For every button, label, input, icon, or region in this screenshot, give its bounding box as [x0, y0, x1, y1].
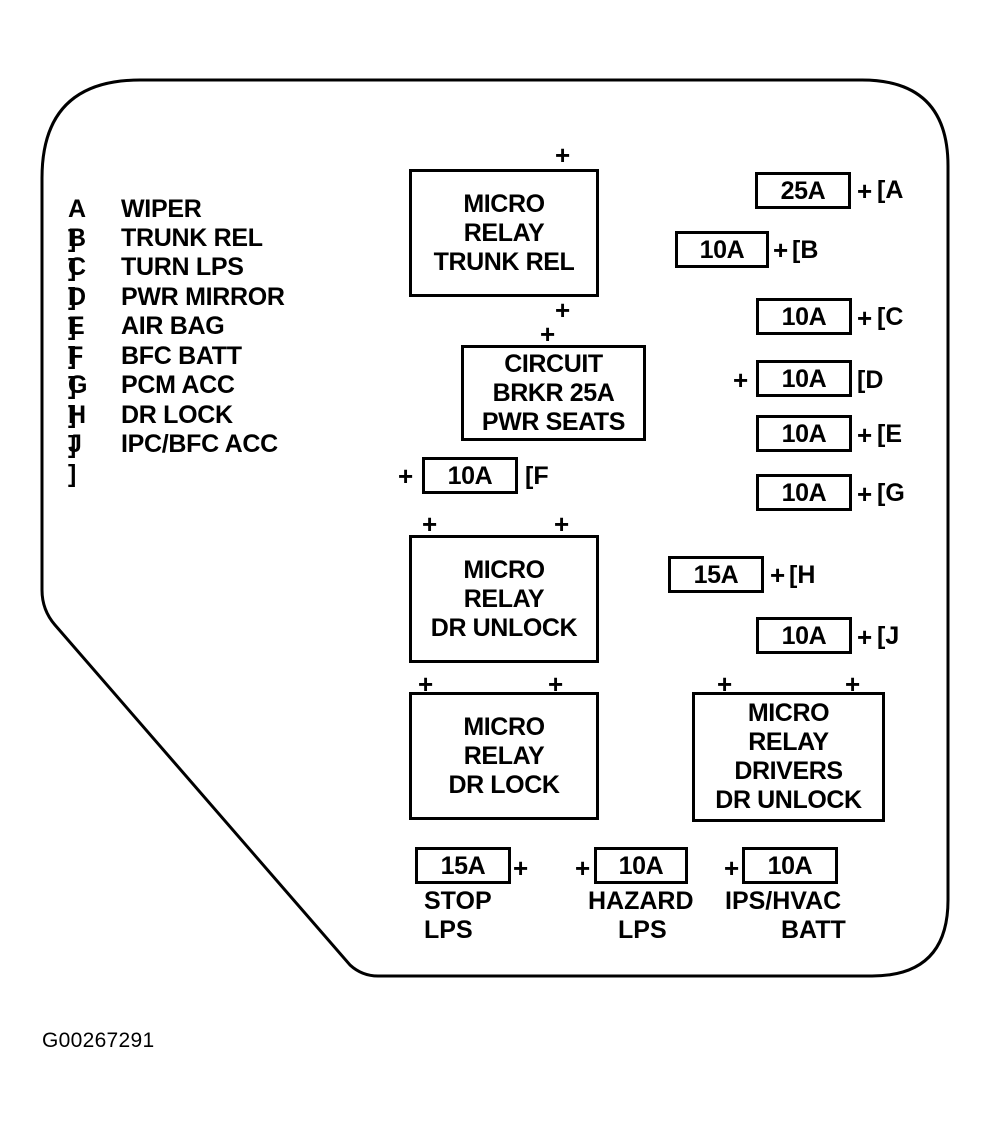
fuse-f: 10A: [422, 457, 518, 494]
plus-terminal: +: [773, 235, 789, 265]
fuse-a-tag: [A: [877, 176, 904, 204]
fuse-rating: 15A: [693, 560, 739, 589]
plus-terminal: +: [857, 420, 873, 450]
plus-terminal: +: [555, 295, 571, 325]
fuse-b: 10A: [675, 231, 769, 268]
fuse-h: 15A: [668, 556, 764, 593]
fuse-e-tag: [E: [877, 420, 902, 448]
fuse-rating: 10A: [447, 461, 493, 490]
plus-terminal: +: [724, 853, 740, 883]
fuse-label: LPS: [424, 916, 473, 944]
component-label: DR UNLOCK: [715, 786, 862, 814]
fuse-g-tag: [G: [877, 479, 905, 507]
fuse-j-tag: [J: [877, 622, 900, 650]
component-label: BRKR 25A: [492, 378, 615, 407]
plus-terminal: +: [575, 853, 591, 883]
plus-terminal: +: [398, 461, 414, 491]
plus-terminal: +: [555, 140, 571, 170]
plus-terminal: +: [418, 669, 434, 699]
fuse-rating: 10A: [781, 419, 827, 448]
circuit-breaker-pwr-seats: CIRCUIT BRKR 25A PWR SEATS: [461, 345, 646, 441]
component-label: RELAY: [463, 741, 545, 770]
fuse-rating: 10A: [781, 621, 827, 650]
component-label: MICRO: [463, 712, 545, 741]
component-label: DR UNLOCK: [430, 613, 578, 642]
fuse-ips-hvac-batt: 10A: [742, 847, 838, 884]
fuse-label: IPS/HVAC: [725, 887, 842, 915]
fuse-e: 10A: [756, 415, 852, 452]
fuse-rating: 10A: [781, 478, 827, 507]
component-label: PWR SEATS: [481, 407, 626, 436]
fuse-label: LPS: [618, 916, 667, 944]
plus-terminal: +: [717, 669, 733, 699]
component-label: RELAY: [748, 728, 829, 756]
plus-terminal: +: [857, 176, 873, 206]
plus-terminal: +: [513, 853, 529, 883]
component-label: RELAY: [463, 584, 545, 613]
fuse-rating: 10A: [781, 364, 827, 393]
plus-terminal: +: [845, 669, 861, 699]
component-label: DR LOCK: [448, 770, 560, 799]
fuse-rating: 10A: [767, 851, 813, 880]
micro-relay-trunk-rel: MICRO RELAY TRUNK REL: [409, 169, 599, 297]
fuse-rating: 10A: [781, 302, 827, 331]
plus-terminal: +: [540, 319, 556, 349]
component-label: CIRCUIT: [504, 349, 603, 378]
plus-terminal: +: [548, 669, 564, 699]
plus-terminal: +: [857, 622, 873, 652]
fuse-h-tag: [H: [789, 561, 816, 589]
plus-terminal: +: [770, 560, 786, 590]
fuse-a: 25A: [755, 172, 851, 209]
component-label: MICRO: [747, 699, 830, 727]
figure-id: G00267291: [42, 1029, 155, 1052]
component-label: RELAY: [463, 218, 545, 247]
micro-relay-dr-lock: MICRO RELAY DR LOCK: [409, 692, 599, 820]
fuse-label: STOP: [424, 887, 492, 915]
fuse-j: 10A: [756, 617, 852, 654]
fuse-d-tag: [D: [857, 366, 884, 394]
fuse-d: 10A: [756, 360, 852, 397]
plus-terminal: +: [857, 479, 873, 509]
fuse-rating: 10A: [699, 235, 745, 264]
fuse-f-tag: [F: [525, 462, 549, 490]
fuse-hazard-lps: 10A: [594, 847, 688, 884]
fuse-b-tag: [B: [792, 236, 819, 264]
plus-terminal: +: [733, 365, 749, 395]
fuse-rating: 10A: [618, 851, 664, 880]
micro-relay-drivers-dr-unlock: MICRO RELAY DRIVERS DR UNLOCK: [692, 692, 885, 822]
fuse-rating: 25A: [780, 176, 826, 205]
component-label: MICRO: [463, 555, 545, 584]
fuse-c-tag: [C: [877, 303, 904, 331]
fuse-rating: 15A: [440, 851, 486, 880]
component-label: TRUNK REL: [433, 247, 575, 276]
fuse-label: HAZARD: [588, 887, 694, 915]
fuse-c: 10A: [756, 298, 852, 335]
plus-terminal: +: [857, 303, 873, 333]
component-label: DRIVERS: [734, 757, 843, 785]
plus-terminal: +: [554, 509, 570, 539]
micro-relay-dr-unlock: MICRO RELAY DR UNLOCK: [409, 535, 599, 663]
fuse-stop-lps: 15A: [415, 847, 511, 884]
fuse-label: BATT: [781, 916, 846, 944]
plus-terminal: +: [422, 509, 438, 539]
fuse-g: 10A: [756, 474, 852, 511]
component-label: MICRO: [463, 189, 545, 218]
